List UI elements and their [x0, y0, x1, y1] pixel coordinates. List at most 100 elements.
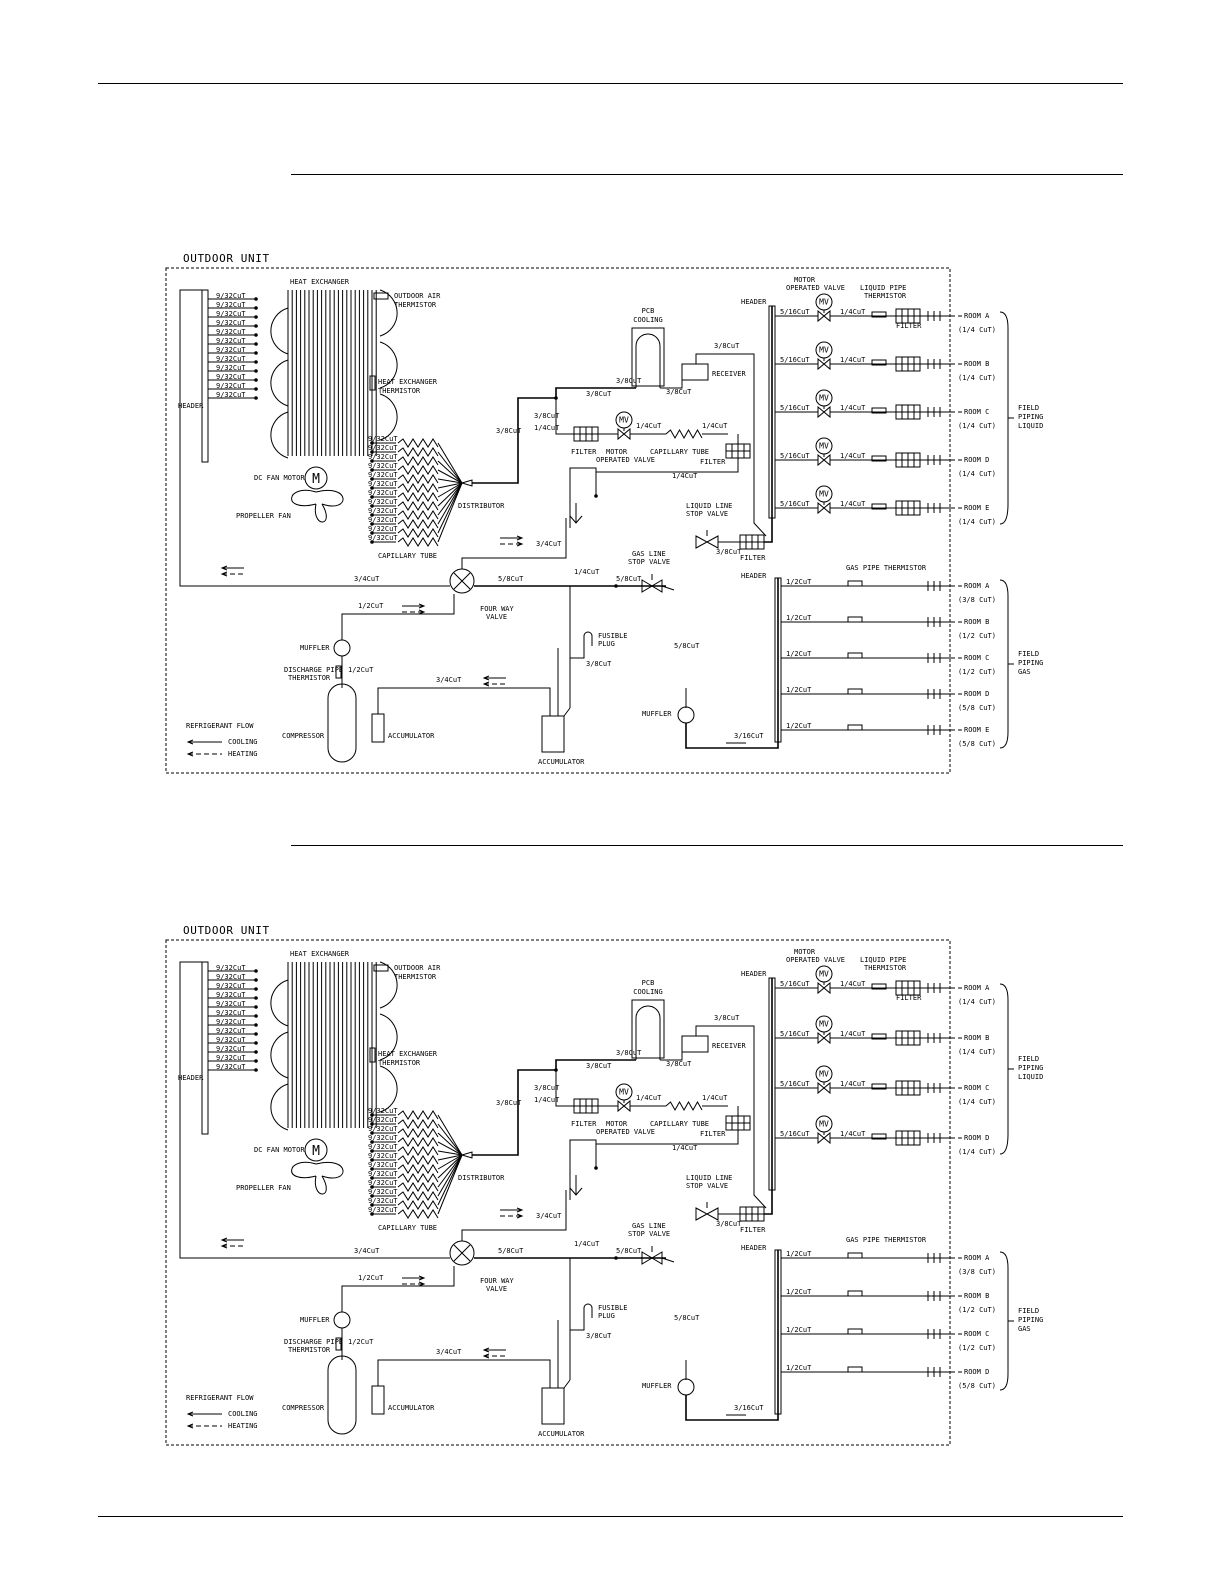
joint-dot: [370, 1149, 374, 1153]
gas-room-thermistor: [847, 1252, 863, 1259]
liquid-header-label: HEADER: [741, 970, 767, 978]
liquid-room-size: (1/4 CuT): [958, 422, 996, 430]
joint-dot: [254, 996, 258, 1000]
pipe-14-label: 1/4CuT: [534, 1096, 560, 1104]
joint-dot: [370, 459, 374, 463]
liquid-room-pipe2-label: 1/4CuT: [840, 500, 866, 508]
joint-dot: [254, 978, 258, 982]
joint-dot: [254, 315, 258, 319]
liquid-room-pipe-label: 5/16CuT: [780, 308, 810, 316]
distributor-feed: [437, 1154, 463, 1197]
joint-dot: [370, 1167, 374, 1171]
hx-thermistor-label-2: THERMISTOR: [378, 1059, 421, 1067]
distributor-label: DISTRIBUTOR: [458, 1174, 505, 1182]
joint-dot: [370, 504, 374, 508]
joint-dot: [254, 306, 258, 310]
capillary-tube: [397, 501, 439, 511]
capillary-tube-label: 9/32CuT: [368, 1197, 398, 1205]
gas-muffler-label: MUFFLER: [642, 710, 672, 718]
joint-dot: [370, 531, 374, 535]
room-mov-3-body: [817, 453, 831, 467]
room-mov-0-label: MV: [819, 970, 829, 979]
capillary-tube: [397, 519, 439, 529]
hx-return-bend: [270, 979, 289, 1027]
hx-thermistor-label: HEAT EXCHANGER: [378, 1050, 438, 1058]
muffler-label: MUFFLER: [300, 1316, 330, 1324]
compressor-accumulator-label: ACCUMULATOR: [388, 732, 435, 740]
pipe-14-label-e: 1/4CuT: [574, 1240, 600, 1248]
room-mov-2-label: MV: [819, 1070, 829, 1079]
liquid-line-main: [472, 387, 636, 484]
refrigerant-diagram-4-room: HEADER9/32CuT9/32CuT9/32CuT9/32CuT9/32Cu…: [165, 939, 1043, 1446]
liquid-room-pipe2-label: 1/4CuT: [840, 980, 866, 988]
room-mov-label-2: OPERATED VALVE: [786, 284, 845, 292]
hx-return-bend: [270, 307, 289, 355]
gas-room-size: (5/8 CuT): [958, 1382, 996, 1390]
section-rule-middle: [291, 845, 1123, 846]
hx-return-bend: [379, 1065, 398, 1113]
capillary-tube-label: 9/32CuT: [368, 1206, 398, 1214]
capillary-tube: [397, 1182, 439, 1192]
fan-motor-symbol: M: [312, 1144, 320, 1159]
capillary-tube-label: 9/32CuT: [368, 1188, 398, 1196]
gas-room-pipe-label: 1/2CuT: [786, 614, 812, 622]
pipe-38-label-b: 3/8CuT: [616, 1049, 642, 1057]
four-way-label-2: VALVE: [486, 613, 507, 621]
pipe: [661, 1257, 675, 1263]
pipe-14-label-e: 1/4CuT: [574, 568, 600, 576]
hx-tube-label: 9/32CuT: [216, 973, 246, 981]
capillary-tube: [397, 1173, 439, 1183]
liquid-room-thermistor: [871, 455, 887, 462]
muffler-label: MUFFLER: [300, 644, 330, 652]
hx-tube-label: 9/32CuT: [216, 382, 246, 390]
pipe-38-label-e: 3/8CuT: [714, 1014, 740, 1022]
flow-arrow-vertical: [569, 1175, 583, 1196]
panel-1-title: OUTDOOR UNIT: [183, 252, 270, 265]
left-header-pipe: [179, 289, 208, 587]
four-way-label-2: VALVE: [486, 1285, 507, 1293]
capillary-tube: [397, 537, 439, 547]
gas-stop-label-2: STOP VALVE: [628, 1230, 670, 1238]
pipe-14-label-d: 1/4CuT: [672, 1144, 698, 1152]
joint-dot: [370, 1212, 374, 1216]
pipe-58-label-b: 5/8CuT: [616, 575, 642, 583]
gas-room-name: ROOM A: [964, 1254, 990, 1262]
capillary-tube-2: [665, 1100, 703, 1112]
hx-tube-label: 9/32CuT: [216, 1036, 246, 1044]
field-gas-label-3: GAS: [1018, 1325, 1031, 1333]
hx-thermistor: [369, 1047, 376, 1063]
field-liquid-brace: [999, 983, 1009, 1155]
liquid-room-pipe-label: 5/16CuT: [780, 500, 810, 508]
capillary-tube-label: 9/32CuT: [368, 480, 398, 488]
flow-arrow-34-return-head: [482, 1347, 490, 1353]
legend-heating-label: HEATING: [228, 1422, 258, 1430]
mov-branch: [555, 398, 574, 435]
gas-room-size: (1/2 CuT): [958, 668, 996, 676]
liquid-room-name: ROOM A: [964, 984, 990, 992]
hx-return-bend: [270, 1083, 289, 1131]
distributor-feed: [437, 1132, 463, 1156]
capillary-tube: [397, 465, 439, 475]
discharge-thermistor: [335, 1337, 342, 1351]
capillary-tube-label: 9/32CuT: [368, 498, 398, 506]
distributor-feed: [437, 1114, 463, 1156]
four-way-valve-arrows: [453, 572, 471, 590]
capillary-tube-2: [665, 428, 703, 440]
distributor-feed: [437, 1154, 463, 1215]
compressor-label: COMPRESSOR: [282, 1404, 325, 1412]
fusible-label: FUSIBLE: [598, 632, 628, 640]
joint-dot: [254, 351, 258, 355]
mov-main-body: [617, 1099, 631, 1113]
hx-tube-label: 9/32CuT: [216, 1063, 246, 1071]
pipe: [461, 1190, 567, 1241]
gas-room-name: ROOM D: [964, 690, 989, 698]
liquid-room-size: (1/4 CuT): [958, 470, 996, 478]
hx-tube-label: 9/32CuT: [216, 355, 246, 363]
receiver: [681, 363, 709, 381]
gas-room-pipe-label: 1/2CuT: [786, 1288, 812, 1296]
liquid-stop-label-2: STOP VALVE: [686, 1182, 728, 1190]
field-liquid-label-3: LIQUID: [1018, 1073, 1043, 1081]
four-way-label: FOUR WAY: [480, 1277, 515, 1285]
capillary-tube-label: 9/32CuT: [368, 462, 398, 470]
room-mov-1-body: [817, 1031, 831, 1045]
